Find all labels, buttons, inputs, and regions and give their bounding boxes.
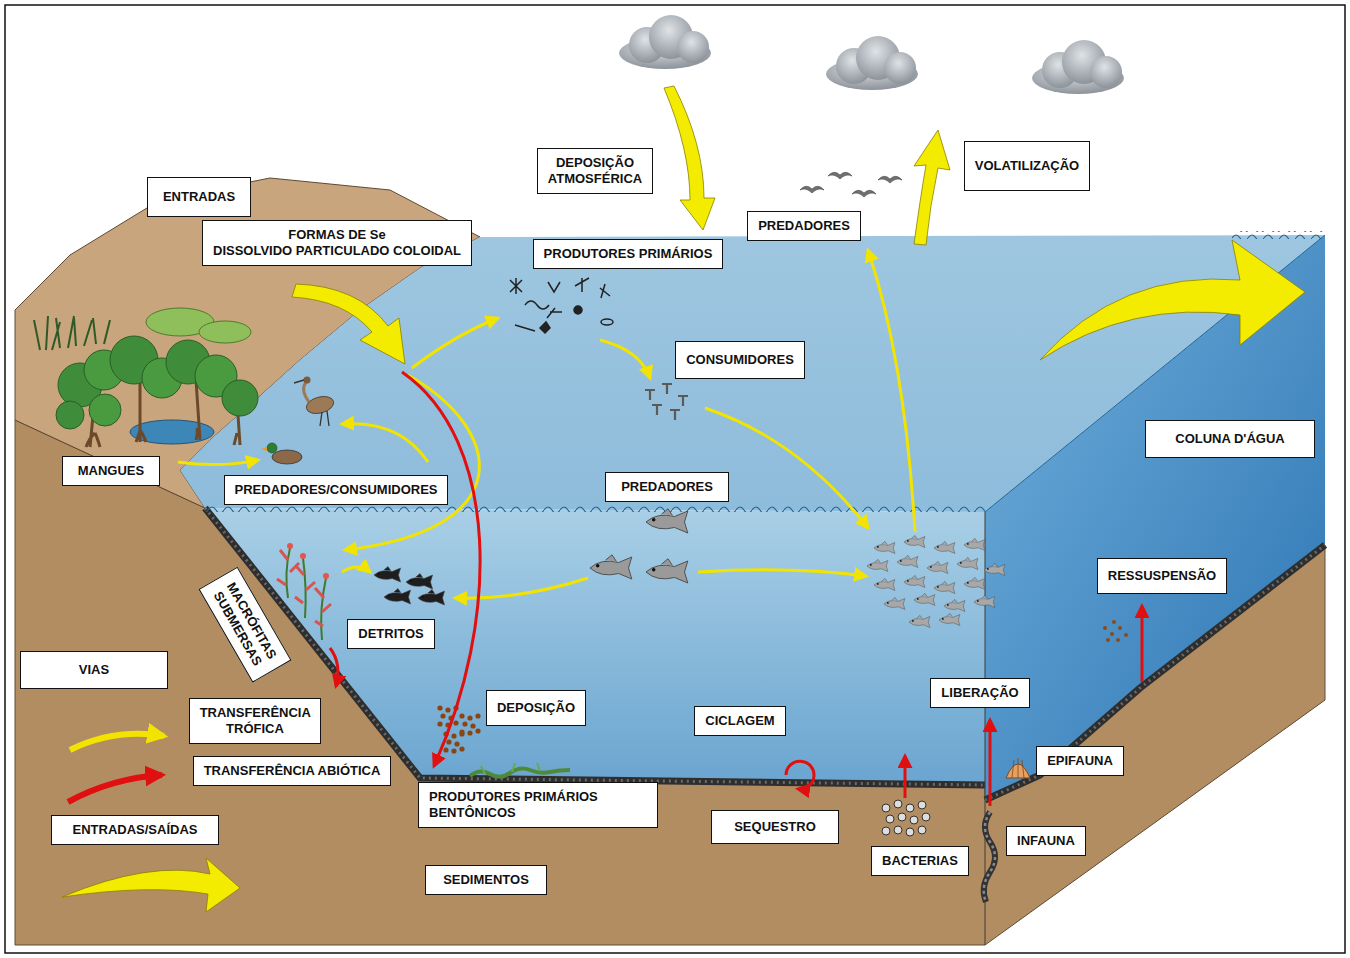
label-box: PREDADORES <box>605 472 729 502</box>
label-box: LIBERAÇÃO <box>930 678 1029 708</box>
box-text: DEPOSIÇÃO <box>497 700 575 716</box>
label-box: PREDADORES/CONSUMIDORES <box>224 475 449 505</box>
fish-school <box>867 535 1005 627</box>
label-box: SEDIMENTOS <box>425 865 547 895</box>
label-box: CICLAGEM <box>694 706 785 736</box>
label-box: COLUNA D'ÁGUA <box>1145 420 1315 458</box>
sediment-texture <box>205 508 985 785</box>
box-text: PREDADORES <box>758 218 850 234</box>
mangrove-trees <box>34 308 258 447</box>
bird <box>800 186 824 193</box>
bird <box>852 190 876 197</box>
box-text: PRODUTORES PRIMÁRIOS <box>544 246 713 262</box>
label-box: DEPOSIÇÃO <box>486 690 586 726</box>
worm <box>984 812 995 902</box>
cloud <box>619 15 711 69</box>
label-box: EPIFAUNA <box>1036 746 1124 776</box>
water-side <box>985 235 1325 800</box>
frame <box>5 5 1345 953</box>
box-text: MANGUES <box>78 463 144 479</box>
legend-text: TRANSFERÊNCIA TRÓFICA <box>200 705 311 736</box>
label-box: PREDADORES <box>747 211 861 241</box>
predator-fish <box>590 555 632 579</box>
label-box: PRODUTORES PRIMÁRIOS BENTÔNICOS <box>418 782 658 827</box>
box-text: DISSOLVIDO PARTICULADO COLOIDAL <box>213 243 461 259</box>
box-text: VOLATILIZAÇÃO <box>975 158 1079 174</box>
box-text: PREDADORES <box>621 479 713 495</box>
box-text: DETRITOS <box>358 626 424 642</box>
bird <box>878 176 902 183</box>
box-text: DEPOSIÇÃO ATMOSFÉRICA <box>548 155 642 186</box>
box-text: COLUNA D'ÁGUA <box>1175 431 1285 447</box>
box-text: PREDADORES/CONSUMIDORES <box>235 482 438 498</box>
box-text: ENTRADAS <box>163 189 235 205</box>
predator-fish <box>646 509 688 533</box>
box-text: PRODUTORES PRIMÁRIOS BENTÔNICOS <box>429 789 647 820</box>
legend-box: TRANSFERÊNCIA TRÓFICA <box>189 698 322 743</box>
legend-box: TRANSFERÊNCIA ABIÓTICA <box>193 756 392 786</box>
label-box: INFAUNA <box>1006 826 1086 856</box>
block-edge <box>985 235 1325 512</box>
label-box: SEQUESTRO <box>711 810 839 844</box>
trophic-arrow <box>178 250 915 598</box>
label-box: DETRITOS <box>347 619 435 649</box>
box-text: LIBERAÇÃO <box>941 685 1018 701</box>
label-box: VOLATILIZAÇÃO <box>964 141 1090 191</box>
label-box: RESSUSPENSÃO <box>1097 558 1227 594</box>
water-front <box>205 508 985 785</box>
legend-sample-inout <box>62 858 240 912</box>
abiotic-arrow <box>330 372 1142 806</box>
cloud <box>1032 40 1124 94</box>
box-text: FORMAS DE Se <box>288 227 386 243</box>
benthic-algae <box>470 763 570 777</box>
label-box: DEPOSIÇÃO ATMOSFÉRICA <box>537 148 653 193</box>
label-box: CONSUMIDORES <box>675 341 805 379</box>
box-text: INFAUNA <box>1017 833 1075 849</box>
cloud <box>826 36 918 90</box>
legend-box: ENTRADAS/SAÍDAS <box>51 815 219 845</box>
box-text: SEQUESTRO <box>734 819 816 835</box>
legend-text: ENTRADAS/SAÍDAS <box>73 822 198 838</box>
label-box: VIAS <box>20 651 168 689</box>
bird <box>828 172 852 179</box>
sediment-line <box>985 545 1325 800</box>
resuspended-particles <box>1103 620 1128 642</box>
label-box: PRODUTORES PRIMÁRIOS <box>533 239 724 269</box>
label-box: MANGUES <box>62 456 160 486</box>
bacteria <box>882 800 930 836</box>
label-box: ENTRADAS <box>147 177 251 217</box>
heron <box>294 377 336 427</box>
box-text: SEDIMENTOS <box>443 872 529 888</box>
sediment-line <box>205 508 985 785</box>
box-text: CONSUMIDORES <box>686 352 794 368</box>
box-text: BACTERIAS <box>882 853 958 869</box>
legend-text: TRANSFERÊNCIA ABIÓTICA <box>204 763 381 779</box>
label-box: BACTERIAS <box>871 846 969 876</box>
box-text: CICLAGEM <box>705 713 774 729</box>
plankton <box>510 278 613 333</box>
copepods <box>645 384 688 420</box>
small-fish <box>374 567 445 605</box>
shell <box>1006 758 1030 778</box>
predator-fish <box>646 559 688 583</box>
wave-line <box>1232 231 1324 239</box>
legend-sample-trophic <box>70 734 164 750</box>
label-box: FORMAS DE SeDISSOLVIDO PARTICULADO COLOI… <box>202 220 472 265</box>
wave-line <box>205 505 985 513</box>
box-text: RESSUSPENSÃO <box>1108 568 1216 584</box>
sediment-texture <box>985 545 1325 800</box>
duck <box>261 443 302 464</box>
legend-sample-abiotic <box>68 775 162 802</box>
box-text: VIAS <box>79 662 109 678</box>
macrophytes <box>277 543 331 640</box>
box-text: EPIFAUNA <box>1047 753 1113 769</box>
